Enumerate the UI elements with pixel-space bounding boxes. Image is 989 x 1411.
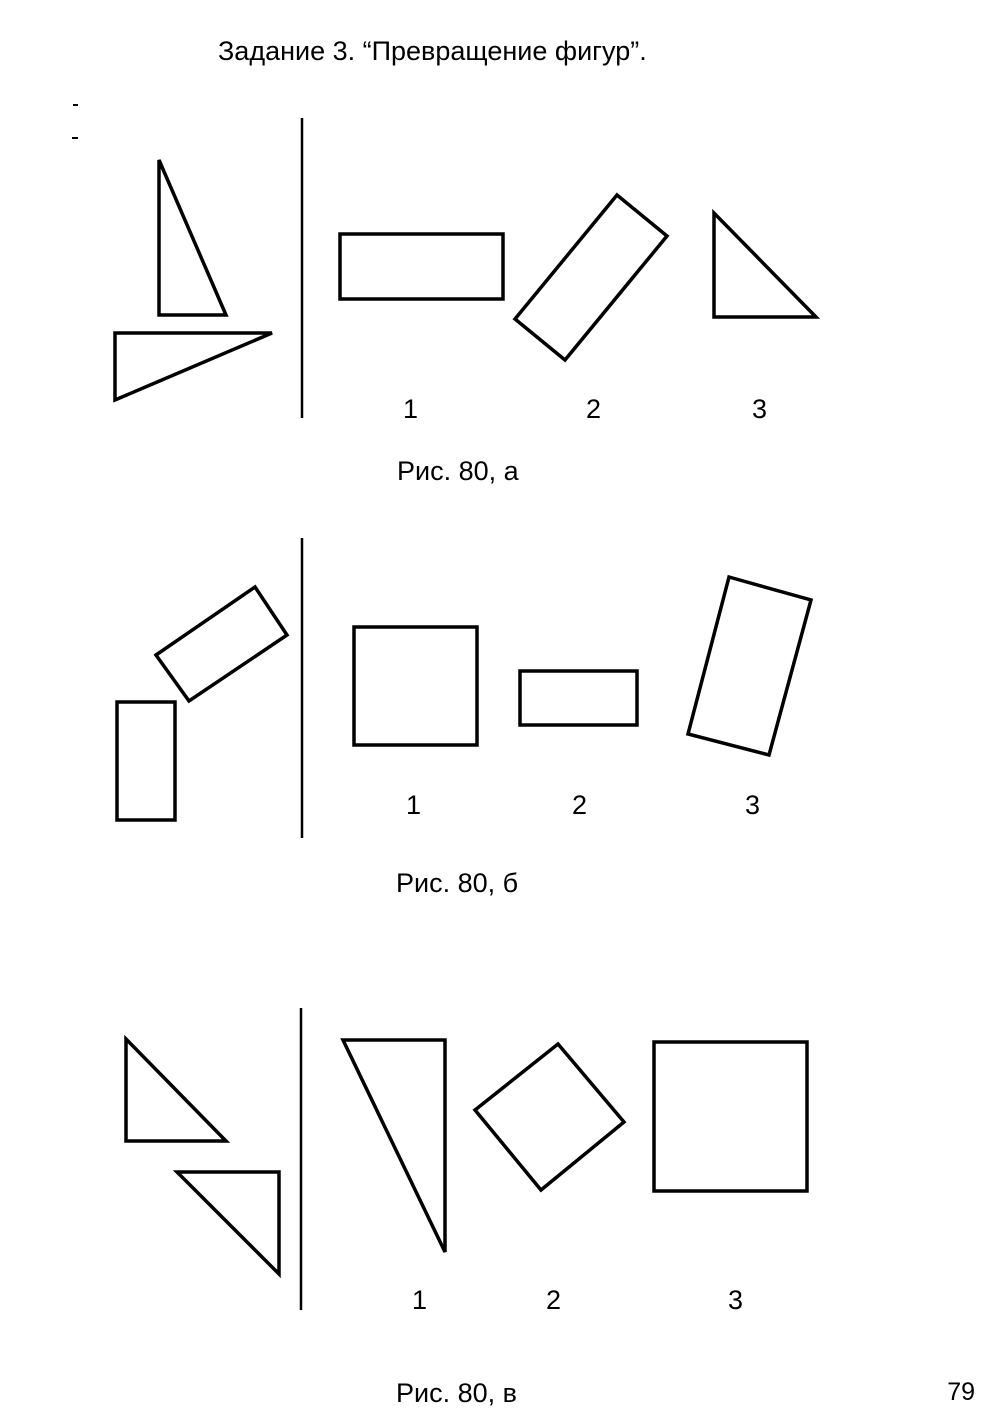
figure-80a-option-2-number: 2 [586, 394, 602, 424]
figure-80v-option-1-number: 1 [412, 1285, 428, 1315]
figure-80a-option-2-rotated-rectangle [512, 192, 670, 363]
figure-80a-option-3-triangle [712, 208, 821, 319]
figure-80b-option-3-number: 3 [745, 790, 761, 820]
figure-80a-option-1-number: 1 [403, 394, 419, 424]
figure-80b-caption: Рис. 80, б [396, 868, 519, 898]
figure-80v-caption: Рис. 80, в [396, 1378, 517, 1408]
figure-80b-option-2-rectangle [518, 669, 639, 727]
figure-80v-option-3-square [652, 1040, 809, 1193]
figure-80v-option-3-number: 3 [728, 1285, 744, 1315]
figure-80v-option-1-triangle [340, 1038, 447, 1253]
figure-80v-option-2-rotated-square [472, 1041, 627, 1193]
figure-80b-option-1-number: 1 [406, 790, 422, 820]
figure-80a-caption: Рис. 80, а [397, 456, 519, 486]
scan-speck [73, 104, 78, 106]
figure-80v-option-2-number: 2 [546, 1285, 562, 1315]
figure-80b-source-rectangle [115, 700, 177, 822]
figure-80a-source-triangle-lower [113, 331, 273, 403]
figure-80b-option-3-rotated-rectangle [685, 574, 814, 758]
figure-80a-source-triangle-upper [157, 159, 229, 317]
figure-80a-option-3-number: 3 [752, 394, 768, 424]
figure-80a-option-1-rectangle [338, 232, 505, 301]
figure-80v-source-triangle-lower [172, 1170, 281, 1279]
page-number: 79 [947, 1378, 975, 1406]
scan-speck [72, 137, 78, 139]
figure-80b-source-rotated-rectangle [153, 584, 290, 704]
task-title: Задание 3. “Превращение фигур”. [218, 36, 647, 66]
figure-80b-option-1-square [352, 625, 479, 747]
figure-80b-option-2-number: 2 [572, 790, 588, 820]
figure-80v-source-triangle-upper [124, 1034, 231, 1143]
